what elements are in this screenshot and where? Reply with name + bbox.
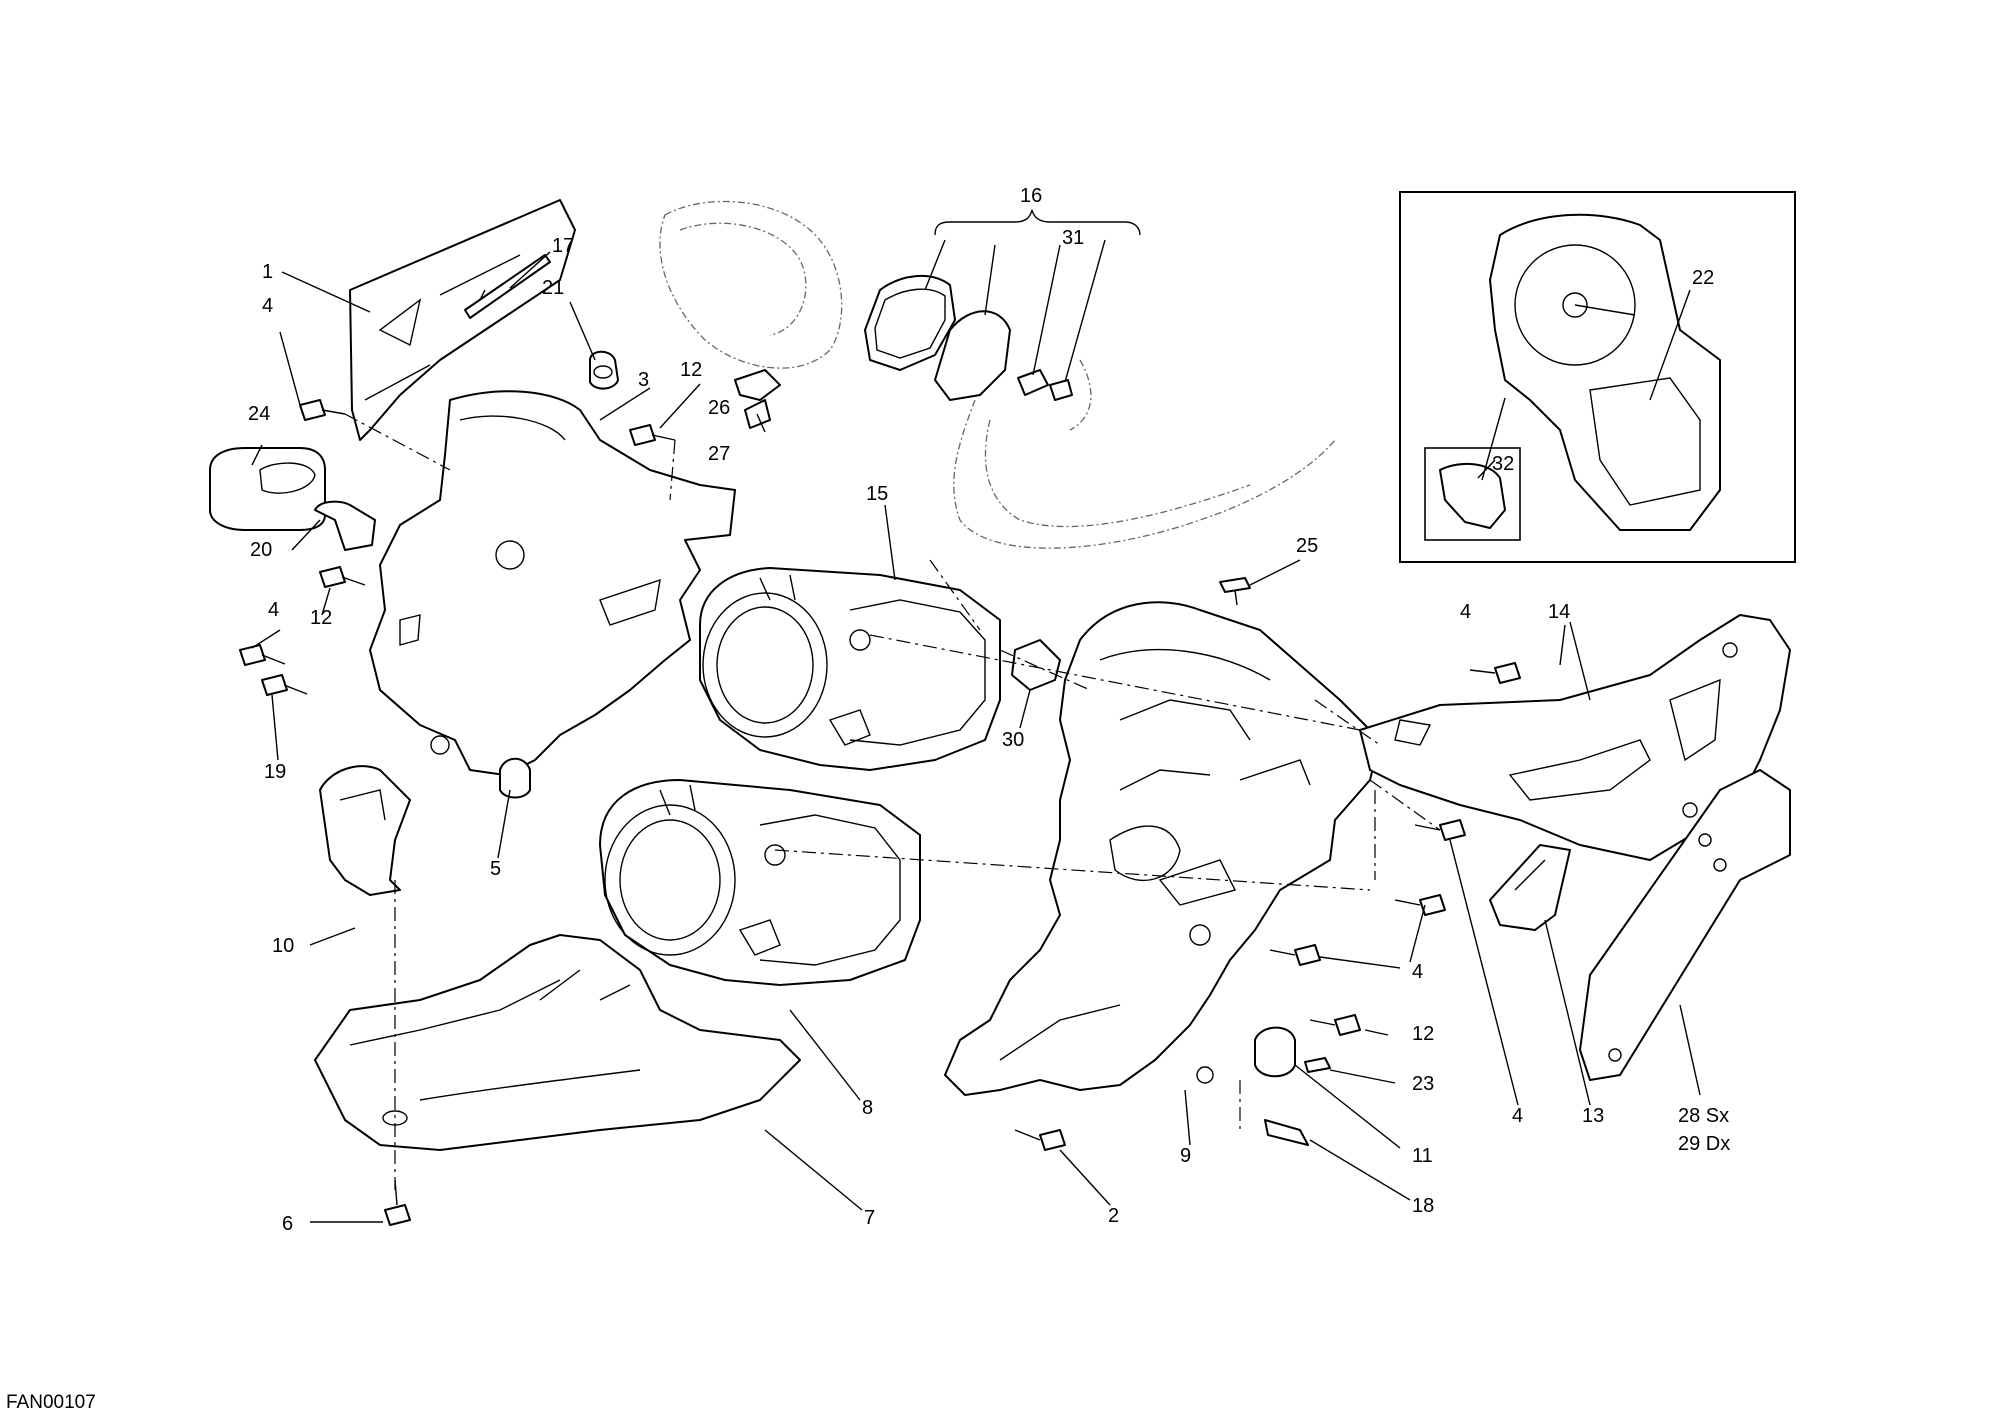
alignment-lines bbox=[344, 413, 1441, 1190]
bolt-fasteners bbox=[239, 399, 1521, 1226]
callout-32: 32 bbox=[1492, 453, 1514, 475]
callout-31: 31 bbox=[1062, 227, 1084, 249]
part-8-lower-headlight bbox=[599, 779, 921, 986]
part-28-29-side-plate bbox=[1579, 769, 1791, 1081]
part-9-right-fairing bbox=[944, 601, 1381, 1096]
part-3-left-fairing bbox=[369, 390, 736, 776]
part-18-pin bbox=[1264, 1119, 1309, 1146]
callout-25: 25 bbox=[1296, 535, 1318, 557]
part-30-bulb bbox=[1011, 639, 1061, 691]
callout-2: 2 bbox=[1108, 1205, 1119, 1227]
part-10-lower-bracket bbox=[319, 765, 411, 896]
instrument-cluster-inset bbox=[1399, 191, 1796, 563]
callout-4: 4 bbox=[268, 599, 279, 621]
callout-4: 4 bbox=[1512, 1105, 1523, 1127]
part-5-clip bbox=[499, 757, 531, 799]
part-32-cover bbox=[1439, 462, 1506, 529]
ghost-reference-outlines bbox=[659, 200, 1336, 549]
part-16-lens-disc bbox=[934, 310, 1011, 401]
leader-lines bbox=[251, 209, 1701, 1223]
callout-8: 8 bbox=[862, 1097, 873, 1119]
callout-11: 11 bbox=[1412, 1145, 1433, 1167]
part-1-upper-cover bbox=[349, 199, 576, 441]
callout-21: 21 bbox=[542, 277, 564, 299]
callout-labels: 1 17 4 24 21 3 12 20 12 4 19 5 10 6 7 8 … bbox=[248, 185, 1730, 1235]
callout-17: 17 bbox=[552, 235, 574, 257]
callout-10: 10 bbox=[272, 935, 294, 957]
callout-24: 24 bbox=[248, 403, 270, 425]
part-11-spacer bbox=[1254, 1026, 1296, 1078]
callout-30: 30 bbox=[1002, 729, 1024, 751]
callout-12: 12 bbox=[310, 607, 332, 629]
callout-26: 26 bbox=[708, 397, 730, 419]
part-16-cap-ring bbox=[864, 274, 956, 371]
part-25-fastener bbox=[1219, 577, 1251, 606]
lcd-display bbox=[1589, 377, 1701, 506]
part-27-screw bbox=[744, 399, 771, 433]
part-14-mounting-bracket bbox=[1359, 614, 1791, 861]
callout-4: 4 bbox=[1460, 601, 1471, 623]
callout-4: 4 bbox=[1412, 961, 1423, 983]
callout-19: 19 bbox=[264, 761, 286, 783]
callout-27: 27 bbox=[708, 443, 730, 465]
callout-12: 12 bbox=[1412, 1023, 1434, 1045]
part-20-grommet bbox=[314, 500, 376, 551]
callout-7: 7 bbox=[864, 1207, 875, 1229]
part-22-instrument-cluster bbox=[1489, 213, 1721, 531]
callout-15: 15 bbox=[866, 483, 888, 505]
inset-subframe bbox=[1424, 447, 1521, 541]
callout-1: 1 bbox=[262, 261, 273, 283]
callout-5: 5 bbox=[490, 858, 501, 880]
callout-12: 12 bbox=[680, 359, 702, 381]
callout-28-sx: 28 Sx bbox=[1678, 1105, 1729, 1127]
part-13-bracket-plate bbox=[1489, 844, 1571, 931]
callout-3: 3 bbox=[638, 369, 649, 391]
callout-16: 16 bbox=[1020, 185, 1042, 207]
part-23-screw bbox=[1304, 1057, 1331, 1073]
callout-22: 22 bbox=[1692, 267, 1714, 289]
part-26-clip bbox=[734, 369, 781, 401]
callout-4: 4 bbox=[262, 295, 273, 317]
part-21-bushing bbox=[589, 350, 619, 390]
callout-18: 18 bbox=[1412, 1195, 1434, 1217]
part-31-bulb-holder bbox=[1017, 369, 1073, 401]
inset-frame bbox=[1399, 191, 1796, 563]
callout-6: 6 bbox=[282, 1213, 293, 1235]
callout-20: 20 bbox=[250, 539, 272, 561]
gauge-dial bbox=[1514, 244, 1636, 366]
part-24-rubber-pad bbox=[209, 447, 326, 531]
callout-9: 9 bbox=[1180, 1145, 1191, 1167]
callout-14: 14 bbox=[1548, 601, 1570, 623]
callout-13: 13 bbox=[1582, 1105, 1604, 1127]
drawing-code: FAN00107 bbox=[6, 1392, 96, 1410]
callout-29-dx: 29 Dx bbox=[1678, 1133, 1730, 1155]
callout-23: 23 bbox=[1412, 1073, 1434, 1095]
part-15-upper-headlight bbox=[699, 567, 1001, 771]
